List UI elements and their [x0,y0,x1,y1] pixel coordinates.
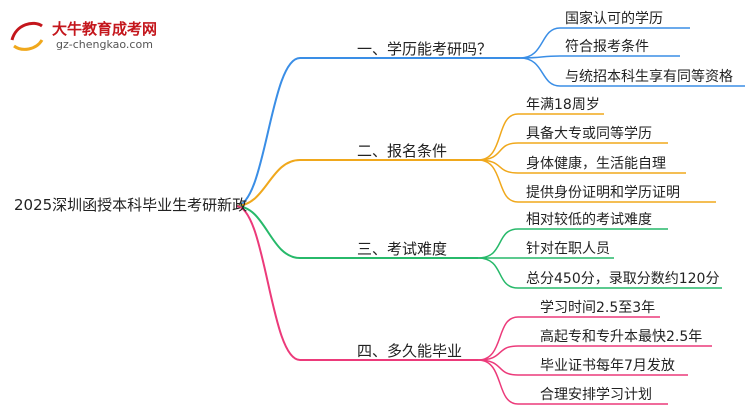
logo-url: gz-chengkao.com [56,38,153,51]
leaf-4-3: 毕业证书每年7月发放 [540,358,675,374]
branch-1-label: 一、学历能考研吗？ [357,40,493,58]
leaf-2-2: 具备大专或同等学历 [526,126,652,142]
link-b1-l3 [519,57,745,87]
leaf-2-3: 身体健康，生活能自理 [526,156,666,172]
link-root-b2 [235,159,478,207]
leaf-1-3: 与统招本科生享有同等资格 [565,69,733,85]
branch-2-label: 二、报名条件 [357,142,448,160]
link-b2-l4 [477,159,716,203]
link-b4-l3 [477,359,688,376]
link-b1-l1 [519,27,690,59]
link-b4-l1 [477,316,660,361]
link-b4-l4 [477,359,668,405]
link-root-b3 [235,205,478,259]
leaf-2-4: 提供身份证明和学历证明 [526,185,680,201]
leaf-1-1: 国家认可的学历 [565,11,663,27]
bull-logo-icon [10,21,44,51]
site-logo: 大牛教育成考网 gz-chengkao.com [6,16,166,56]
link-b4-l2 [477,345,712,361]
leaf-1-2: 符合报考条件 [565,39,649,55]
leaf-4-2: 高起专和专升本最快2.5年 [540,329,703,345]
link-b1-l2 [519,55,680,59]
leaf-3-1: 相对较低的考试难度 [526,212,652,228]
root-node: 2025深圳函授本科毕业生考研新政 [14,196,248,214]
leaf-2-1: 年满18周岁 [526,97,600,113]
link-b3-l1 [477,228,668,259]
link-b3-l3 [477,257,722,289]
link-b2-l3 [477,159,686,174]
link-root-b4 [235,205,478,361]
leaf-4-4: 合理安排学习计划 [540,387,652,403]
link-b2-l1 [477,113,604,161]
leaf-3-2: 针对在职人员 [526,241,610,257]
leaf-3-3: 总分450分，录取分数约120分 [526,271,720,287]
link-root-b1 [235,57,520,207]
branch-4-label: 四、多久能毕业 [357,342,463,360]
branch-3-label: 三、考试难度 [357,240,448,258]
logo-title: 大牛教育成考网 [52,20,158,38]
link-b2-l2 [477,142,668,161]
leaf-4-1: 学习时间2.5至3年 [540,300,656,316]
